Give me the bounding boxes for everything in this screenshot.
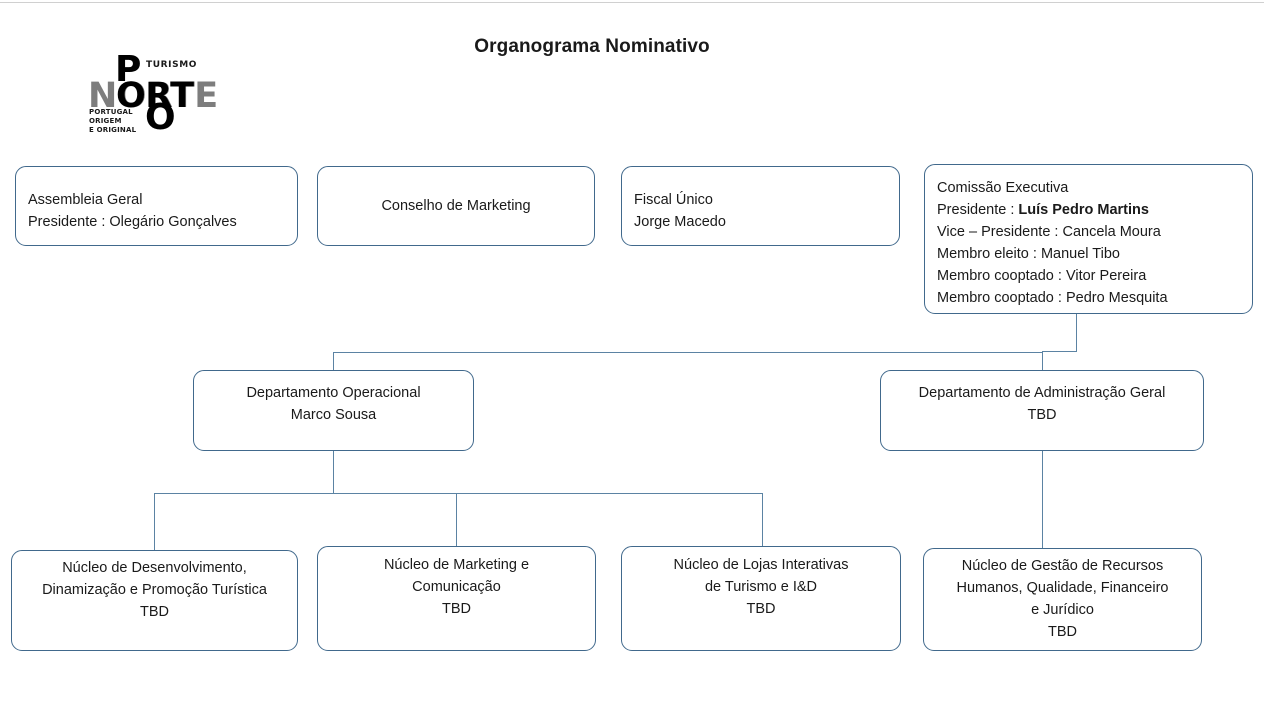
assembleia-line-1: Assembleia Geral: [28, 192, 143, 208]
dep-operacional-line-2: Marco Sousa: [290, 406, 377, 423]
node-nucleo-marketing[interactable]: Núcleo de Marketing e Comunicação TBD: [317, 546, 596, 651]
nucleo-lojas-line-1: Núcleo de Lojas Interativas: [673, 557, 849, 573]
connector-drop-nucleo-gestao: [1042, 451, 1043, 550]
connector-drop-nucleo-lojas: [762, 493, 763, 550]
node-nucleo-gestao-recursos-body: Núcleo de Gestão de Recursos Humanos, Qu…: [924, 555, 1201, 645]
nucleo-lojas-line-3: TBD: [746, 601, 776, 617]
comissao-presidente-label: Presidente :: [937, 202, 1019, 218]
node-nucleo-lojas-interativas-body: Núcleo de Lojas Interativas de Turismo e…: [622, 554, 900, 643]
top-divider: [0, 2, 1264, 3]
connector-drop-nucleo-marketing: [456, 493, 457, 550]
node-conselho-de-marketing-body: Conselho de Marketing: [318, 195, 594, 217]
node-departamento-operacional[interactable]: Departamento Operacional Marco Sousa: [193, 370, 474, 451]
comissao-presidente-name: Luís Pedro Martins: [1018, 202, 1149, 218]
node-nucleo-marketing-body: Núcleo de Marketing e Comunicação TBD: [318, 554, 595, 643]
conselho-line-1: Conselho de Marketing: [381, 198, 531, 214]
nucleo-gestao-line-3: e Jurídico: [1031, 601, 1094, 618]
node-departamento-administracao-geral[interactable]: Departamento de Administração Geral TBD: [880, 370, 1204, 451]
connector-drop-dep-administracao: [1042, 352, 1043, 370]
node-assembleia-geral-body: Assembleia Geral Presidente : Olegário G…: [16, 167, 297, 233]
fiscal-line-2: Jorge Macedo: [634, 214, 726, 230]
dep-administracao-line-1: Departamento de Administração Geral: [918, 384, 1166, 401]
node-nucleo-desenvolvimento[interactable]: Núcleo de Desenvolvimento, Dinamização e…: [11, 550, 298, 651]
comissao-line-3: Vice – Presidente : Cancela Moura: [937, 224, 1161, 240]
assembleia-line-2: Presidente : Olegário Gonçalves: [28, 214, 237, 230]
node-assembleia-geral[interactable]: Assembleia Geral Presidente : Olegário G…: [15, 166, 298, 246]
nucleo-lojas-line-2: de Turismo e I&D: [704, 579, 817, 595]
connector-drop-from-dep-operacional: [333, 451, 334, 493]
turismo-porto-e-norte-logo: NORTE ORT P O TURISMO PORTUGAL ORIGEM E …: [88, 49, 218, 138]
nucleo-desenvolvimento-line-3: TBD: [140, 604, 169, 620]
logo-letters-ort: ORT: [116, 76, 194, 116]
node-comissao-executiva-body: Comissão Executiva Presidente : Luís Ped…: [925, 165, 1252, 309]
logo-word-turismo: TURISMO: [146, 60, 198, 70]
comissao-line-1: Comissão Executiva: [937, 180, 1069, 196]
node-departamento-operacional-body: Departamento Operacional Marco Sousa: [194, 382, 473, 440]
node-departamento-administracao-geral-body: Departamento de Administração Geral TBD: [881, 382, 1203, 440]
logo-word-norte: NORTE: [88, 76, 218, 116]
node-nucleo-lojas-interativas[interactable]: Núcleo de Lojas Interativas de Turismo e…: [621, 546, 901, 651]
logo-letter-p: P: [115, 49, 142, 90]
connector-drop-nucleo-desenvolvimento: [154, 493, 155, 550]
logo-tagline-line-2: ORIGEM: [89, 116, 122, 125]
logo-tagline: PORTUGAL ORIGEM E ORIGINAL: [89, 108, 136, 134]
nucleo-gestao-line-1: Núcleo de Gestão de Recursos: [961, 557, 1164, 574]
nucleo-desenvolvimento-line-1: Núcleo de Desenvolvimento,: [62, 560, 247, 576]
page-title: Organograma Nominativo: [474, 36, 710, 57]
nucleo-gestao-line-4: TBD: [1048, 623, 1077, 640]
nucleo-gestao-line-2: Humanos, Qualidade, Financeiro: [956, 579, 1169, 596]
comissao-line-6: Membro cooptado : Pedro Mesquita: [937, 290, 1168, 306]
connector-comissao-elbow: [1042, 351, 1077, 352]
nucleo-marketing-line-2: Comunicação: [412, 579, 501, 595]
node-nucleo-desenvolvimento-body: Núcleo de Desenvolvimento, Dinamização e…: [12, 557, 297, 644]
dep-operacional-line-1: Departamento Operacional: [246, 384, 421, 401]
node-conselho-de-marketing[interactable]: Conselho de Marketing: [317, 166, 595, 246]
comissao-line-4: Membro eleito : Manuel Tibo: [937, 246, 1120, 262]
logo-tagline-line-3: E ORIGINAL: [89, 125, 137, 134]
comissao-line-5: Membro cooptado : Vitor Pereira: [937, 268, 1147, 284]
node-nucleo-gestao-recursos[interactable]: Núcleo de Gestão de Recursos Humanos, Qu…: [923, 548, 1202, 651]
dep-administracao-line-2: TBD: [1027, 406, 1057, 423]
node-comissao-executiva[interactable]: Comissão Executiva Presidente : Luís Ped…: [924, 164, 1253, 314]
nucleo-marketing-line-3: TBD: [442, 601, 471, 617]
fiscal-line-1: Fiscal Único: [634, 192, 713, 208]
node-fiscal-unico[interactable]: Fiscal Único Jorge Macedo: [621, 166, 900, 246]
connector-departments-bus: [333, 352, 1043, 353]
connector-comissao-stub: [1076, 313, 1077, 352]
node-fiscal-unico-body: Fiscal Único Jorge Macedo: [622, 167, 899, 233]
connector-drop-dep-operacional: [333, 352, 334, 370]
logo-tagline-line-1: PORTUGAL: [89, 108, 133, 116]
nucleo-desenvolvimento-line-2: Dinamização e Promoção Turística: [42, 582, 267, 598]
connector-nucleos-bus: [154, 493, 763, 494]
comissao-line-2: Presidente : Luís Pedro Martins: [937, 199, 1252, 221]
nucleo-marketing-line-1: Núcleo de Marketing e: [383, 557, 530, 573]
logo-letter-o: O: [145, 97, 176, 138]
